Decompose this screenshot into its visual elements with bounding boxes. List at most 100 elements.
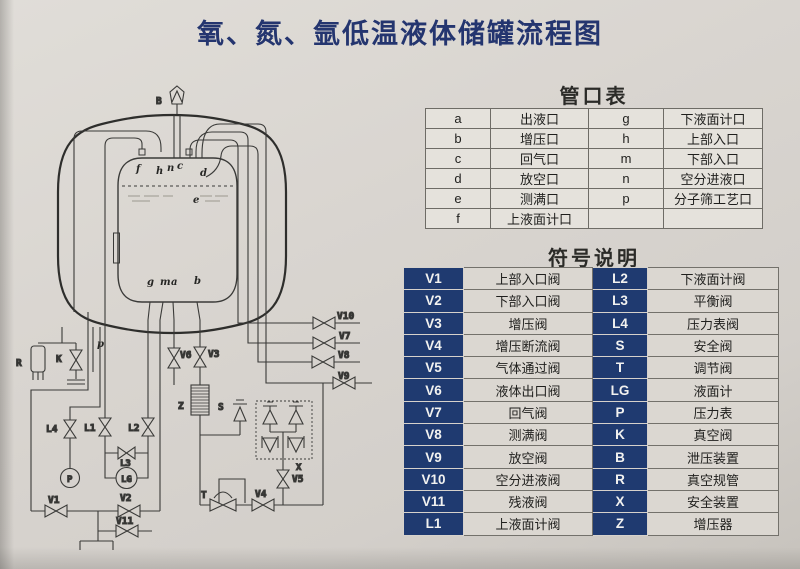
label-l2: L2 xyxy=(128,423,139,434)
label-v9: V9 xyxy=(338,371,350,382)
label-v1: V1 xyxy=(48,495,60,506)
inner-tank xyxy=(113,148,238,303)
symbol-code-cell: L1 xyxy=(403,512,464,536)
symbol-code-cell: L2 xyxy=(592,266,648,291)
symbol-desc-cell: 压力表阀 xyxy=(647,311,779,335)
symbol-desc-cell: 压力表 xyxy=(647,400,779,425)
label-t: T xyxy=(201,490,207,501)
symbol-code-cell: L3 xyxy=(592,289,648,313)
port-desc-cell: 上部入口 xyxy=(663,128,763,149)
symbol-code-cell: V11 xyxy=(403,489,464,514)
outer-vessel xyxy=(56,113,288,335)
vacuum-assembly xyxy=(30,327,85,385)
valve-l4 xyxy=(62,419,78,439)
label-l4: L4 xyxy=(46,424,58,435)
drop-lines xyxy=(30,301,201,511)
port-desc-cell: 放空口 xyxy=(490,168,589,189)
port-desc-cell xyxy=(663,208,763,229)
symbol-desc-cell: 泄压装置 xyxy=(647,445,779,469)
pressurizer-z-coil xyxy=(190,384,210,416)
symbol-code-cell: B xyxy=(592,445,648,469)
level-gauge-lg xyxy=(115,466,138,490)
label-port-g: g xyxy=(147,277,154,288)
port-code-cell: p xyxy=(588,188,664,209)
label-v3: V3 xyxy=(208,349,220,360)
port-code-cell: d xyxy=(425,168,491,189)
symbol-code-cell: V10 xyxy=(403,467,464,491)
safety-device-x xyxy=(255,400,313,470)
symbol-code-cell: V4 xyxy=(403,333,464,358)
page-title: 氧、氮、氩低温液体储罐流程图 xyxy=(197,19,603,49)
valve-v5 xyxy=(275,469,291,505)
symbol-desc-cell: 下部入口阀 xyxy=(463,289,593,313)
valve-v2 xyxy=(117,504,160,518)
annulus-piping xyxy=(73,115,267,418)
label-port-h: h xyxy=(156,166,163,177)
label-x: X xyxy=(296,463,302,473)
valve-v11 xyxy=(98,524,152,538)
port-code-cell: c xyxy=(425,148,491,169)
symbol-code-cell: T xyxy=(592,356,648,380)
label-b-device: B xyxy=(156,96,162,107)
valve-v6 xyxy=(167,347,181,369)
relief-device-b xyxy=(169,85,185,116)
symbol-desc-cell: 液面计 xyxy=(647,378,779,402)
symbol-table-heading: 符号说明 xyxy=(548,248,640,270)
symbol-desc-cell: 安全阀 xyxy=(647,333,779,358)
label-port-d: d xyxy=(200,168,207,179)
symbol-code-cell: V9 xyxy=(403,445,464,469)
port-desc-cell: 分子筛工艺口 xyxy=(663,188,763,209)
pressure-gauge-p xyxy=(59,467,81,489)
symbol-desc-cell: 上部入口阀 xyxy=(463,266,593,291)
port-code-cell xyxy=(588,208,664,229)
valve-v8 xyxy=(257,324,360,369)
valve-v4 xyxy=(251,383,324,512)
label-z: Z xyxy=(178,401,184,412)
symbol-desc-cell: 平衡阀 xyxy=(647,289,779,313)
symbol-code-cell: S xyxy=(592,333,648,358)
port-desc-cell: 增压口 xyxy=(490,128,589,149)
valve-l3 xyxy=(104,436,149,479)
symbol-desc-cell: 真空阀 xyxy=(647,423,779,447)
symbol-desc-cell: 调节阀 xyxy=(647,356,779,380)
port-code-cell: e xyxy=(425,188,491,209)
nameplate-text xyxy=(128,195,228,202)
port-desc-cell: 下部入口 xyxy=(663,148,763,169)
symbol-desc-cell: 空分进液阀 xyxy=(463,467,593,491)
port-code-cell: m xyxy=(588,148,664,169)
label-r: R xyxy=(16,358,22,369)
symbol-desc-cell: 上液面计阀 xyxy=(463,512,593,536)
label-port-a: a xyxy=(171,277,177,288)
symbol-desc-cell: 增压器 xyxy=(647,512,779,536)
symbol-desc-cell: 残液阀 xyxy=(463,489,593,514)
label-v8: V8 xyxy=(338,350,350,361)
port-code-cell: g xyxy=(588,108,664,129)
symbol-desc-cell: 增压断流阀 xyxy=(463,333,593,358)
port-desc-cell: 测满口 xyxy=(490,188,589,209)
label-port-f: f xyxy=(135,164,142,175)
label-port-c: c xyxy=(177,161,183,172)
symbol-code-cell: V7 xyxy=(403,400,464,425)
label-lg: LG xyxy=(121,475,132,485)
label-v10: V10 xyxy=(337,311,354,322)
label-port-m: m xyxy=(160,277,171,288)
valve-v10 xyxy=(237,316,360,330)
symbol-code-cell: V1 xyxy=(403,266,464,291)
